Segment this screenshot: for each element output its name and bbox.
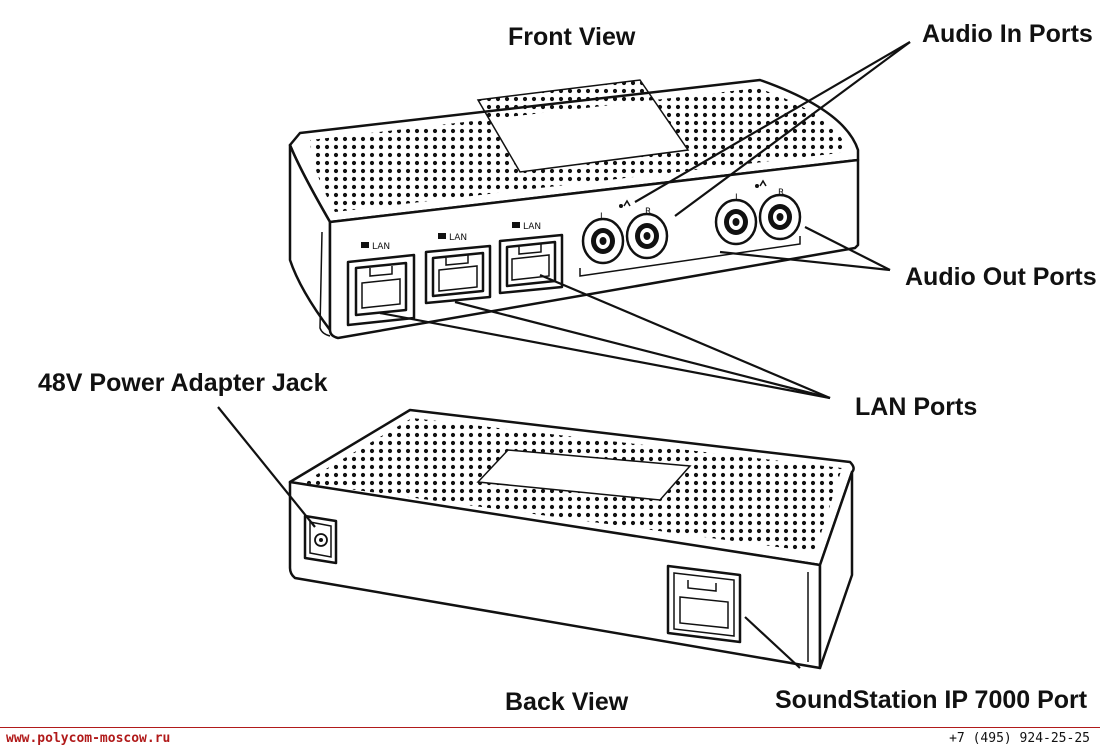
front-audio-in-right-jack: R — [625, 207, 669, 260]
audio-out-symbol-icon — [755, 179, 767, 188]
audio-out-right-label: R — [778, 188, 784, 198]
front-lan-port-2: LAN — [424, 233, 492, 305]
front-audio-out-right-jack: R — [758, 188, 802, 241]
front-audio-in-left-jack: L — [581, 212, 625, 265]
audio-out-left-label: L — [735, 193, 740, 203]
back-device-right-end — [818, 470, 854, 670]
front-view-title: Front View — [508, 23, 636, 51]
power-adapter-jack — [303, 514, 338, 565]
audio-in-ports-callout: Audio In Ports — [922, 20, 1093, 48]
front-device-vent-window — [476, 79, 690, 173]
back-device-vents — [304, 418, 842, 552]
front-device-vents — [310, 80, 848, 212]
front-lan-port-1: LAN — [346, 242, 416, 327]
leader-lines — [217, 41, 911, 669]
audio-bracket — [579, 236, 801, 277]
footer-phone: +7 (495) 924-25-25 — [949, 731, 1090, 746]
back-view-title: Back View — [505, 688, 629, 716]
audio-in-left-label: L — [600, 212, 605, 222]
footer-bar: www.polycom-moscow.ru +7 (495) 924-25-25 — [0, 727, 1100, 751]
audio-in-symbol-icon — [619, 199, 631, 208]
soundstation-port — [666, 564, 742, 644]
device-diagram: LAN LAN LAN L — [38, 20, 1097, 716]
audio-in-right-label: R — [645, 207, 651, 217]
front-lan-label-1: LAN — [372, 242, 390, 252]
front-lan-label-2: LAN — [449, 233, 467, 243]
front-audio-out-left-jack: L — [714, 193, 758, 246]
lan-ports-callout: LAN Ports — [855, 393, 977, 421]
footer-website-link[interactable]: www.polycom-moscow.ru — [6, 731, 171, 746]
power-jack-callout: 48V Power Adapter Jack — [38, 369, 328, 397]
soundstation-port-callout: SoundStation IP 7000 Port — [775, 686, 1088, 714]
front-lan-label-3: LAN — [523, 222, 541, 232]
front-device-edge — [319, 231, 331, 337]
audio-out-ports-callout: Audio Out Ports — [905, 263, 1097, 291]
back-view-device — [288, 408, 855, 670]
back-device-vent-window — [476, 449, 692, 501]
front-view-device: LAN LAN LAN L — [288, 78, 860, 340]
